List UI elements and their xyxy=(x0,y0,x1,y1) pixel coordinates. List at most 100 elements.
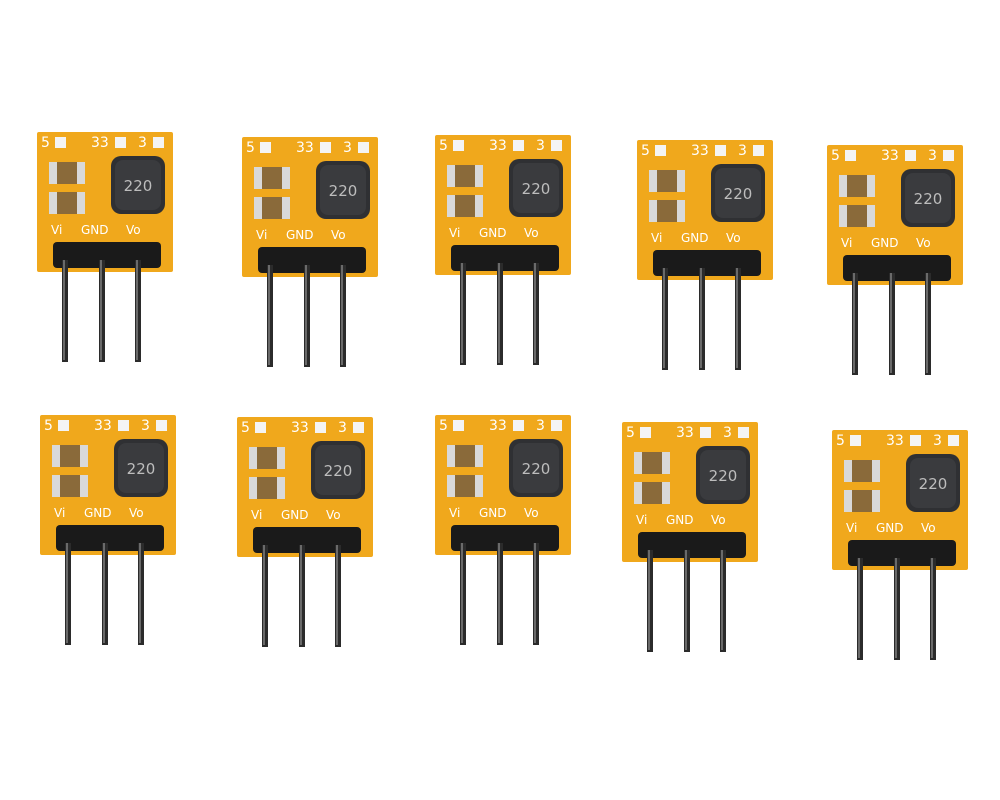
jumper-label-33: 33 xyxy=(676,425,694,441)
inductor: 220 xyxy=(906,454,960,512)
jumper-pad xyxy=(640,427,651,438)
pin-header xyxy=(451,245,559,271)
dc-converter-module: 5 33 3 220 Vi GND Vo xyxy=(35,130,175,370)
jumper-label-5: 5 xyxy=(439,138,448,154)
jumper-pad xyxy=(255,422,266,433)
inductor: 220 xyxy=(114,439,168,497)
jumper-label-5: 5 xyxy=(44,418,53,434)
jumper-label-5: 5 xyxy=(241,420,250,436)
jumper-pad xyxy=(260,142,271,153)
jumper-label-33: 33 xyxy=(489,418,507,434)
pin-header xyxy=(653,250,761,276)
pin-label-vo: Vo xyxy=(326,508,341,522)
jumper-label-5: 5 xyxy=(641,143,650,159)
jumper-pad xyxy=(453,420,464,431)
pin-label-vi: Vi xyxy=(256,228,267,242)
pin-label-vi: Vi xyxy=(54,506,65,520)
capacitor-top xyxy=(844,460,880,482)
jumper-label-3: 3 xyxy=(536,418,545,434)
dc-converter-module: 5 33 3 220 Vi GND Vo xyxy=(635,138,775,378)
jumper-label-3: 3 xyxy=(338,420,347,436)
capacitor-bottom xyxy=(649,200,685,222)
jumper-pad xyxy=(738,427,749,438)
capacitor-bottom xyxy=(52,475,88,497)
pin-header xyxy=(451,525,559,551)
inductor-marking: 220 xyxy=(919,475,948,493)
pin-label-vi: Vi xyxy=(846,521,857,535)
jumper-label-3: 3 xyxy=(738,143,747,159)
jumper-pad xyxy=(905,150,916,161)
jumper-pad xyxy=(513,140,524,151)
inductor-marking: 220 xyxy=(522,460,551,478)
jumper-label-33: 33 xyxy=(94,418,112,434)
pin-label-gnd: GND xyxy=(876,521,904,535)
jumper-pad xyxy=(353,422,364,433)
jumper-pad xyxy=(115,137,126,148)
jumper-label-3: 3 xyxy=(141,418,150,434)
inductor: 220 xyxy=(509,439,563,497)
inductor: 220 xyxy=(696,446,750,504)
capacitor-bottom xyxy=(49,192,85,214)
module-drawing: 5 33 3 220 Vi GND Vo xyxy=(622,422,758,652)
jumper-label-5: 5 xyxy=(41,135,50,151)
inductor-marking: 220 xyxy=(324,462,353,480)
inductor-marking: 220 xyxy=(329,182,358,200)
pin-header xyxy=(56,525,164,551)
pin-label-vi: Vi xyxy=(651,231,662,245)
pin-label-gnd: GND xyxy=(84,506,112,520)
jumper-pad xyxy=(910,435,921,446)
pin-label-vi: Vi xyxy=(449,226,460,240)
pin-label-vi: Vi xyxy=(51,223,62,237)
inductor-marking: 220 xyxy=(914,190,943,208)
pin-label-gnd: GND xyxy=(479,226,507,240)
jumper-label-5: 5 xyxy=(246,140,255,156)
jumper-label-33: 33 xyxy=(881,148,899,164)
capacitor-bottom xyxy=(634,482,670,504)
jumper-pad xyxy=(153,137,164,148)
pin-label-vo: Vo xyxy=(921,521,936,535)
jumper-label-3: 3 xyxy=(536,138,545,154)
jumper-pad xyxy=(948,435,959,446)
pin-label-vi: Vi xyxy=(449,506,460,520)
module-drawing: 5 33 3 220 Vi GND Vo xyxy=(242,137,378,367)
inductor-marking: 220 xyxy=(724,185,753,203)
jumper-pad xyxy=(358,142,369,153)
pin-header xyxy=(843,255,951,281)
capacitor-top xyxy=(839,175,875,197)
module-drawing: 5 33 3 220 Vi GND Vo xyxy=(40,415,176,645)
jumper-label-3: 3 xyxy=(933,433,942,449)
jumper-pad xyxy=(320,142,331,153)
jumper-pad xyxy=(118,420,129,431)
jumper-pad xyxy=(655,145,666,156)
capacitor-bottom xyxy=(839,205,875,227)
jumper-pad xyxy=(55,137,66,148)
jumper-pad xyxy=(715,145,726,156)
capacitor-top xyxy=(634,452,670,474)
inductor: 220 xyxy=(111,156,165,214)
jumper-label-5: 5 xyxy=(836,433,845,449)
inductor: 220 xyxy=(316,161,370,219)
inductor: 220 xyxy=(711,164,765,222)
dc-converter-module: 5 33 3 220 Vi GND Vo xyxy=(240,135,380,375)
inductor-marking: 220 xyxy=(127,460,156,478)
pin-label-vo: Vo xyxy=(711,513,726,527)
inductor-marking: 220 xyxy=(124,177,153,195)
jumper-label-33: 33 xyxy=(886,433,904,449)
jumper-pad xyxy=(850,435,861,446)
pin-label-gnd: GND xyxy=(871,236,899,250)
pin-label-gnd: GND xyxy=(479,506,507,520)
pin-label-vo: Vo xyxy=(524,226,539,240)
capacitor-bottom xyxy=(254,197,290,219)
pin-label-vo: Vo xyxy=(331,228,346,242)
module-drawing: 5 33 3 220 Vi GND Vo xyxy=(237,417,373,647)
jumper-label-5: 5 xyxy=(439,418,448,434)
capacitor-top xyxy=(249,447,285,469)
inductor: 220 xyxy=(311,441,365,499)
dc-converter-module: 5 33 3 220 Vi GND Vo xyxy=(38,413,178,653)
jumper-pad xyxy=(753,145,764,156)
jumper-label-33: 33 xyxy=(691,143,709,159)
pin-header xyxy=(258,247,366,273)
capacitor-bottom xyxy=(447,475,483,497)
inductor-marking: 220 xyxy=(522,180,551,198)
pin-header xyxy=(848,540,956,566)
